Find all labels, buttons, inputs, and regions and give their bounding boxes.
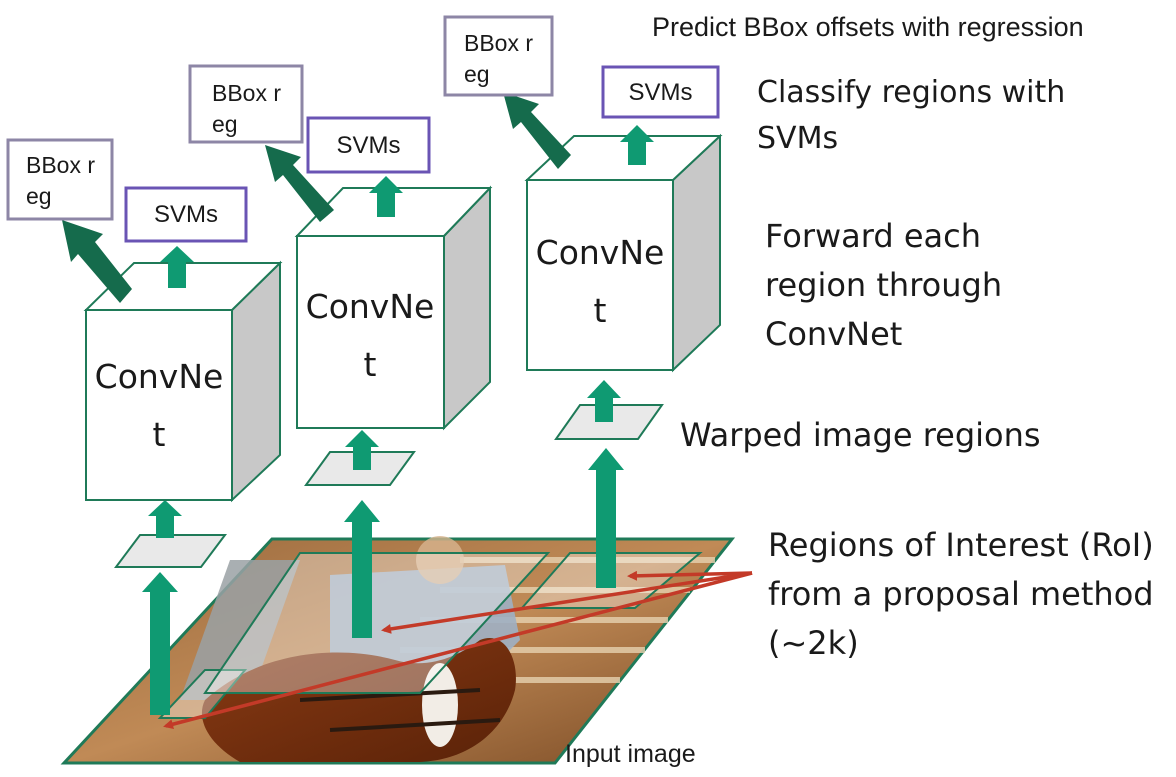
roi-arrow bbox=[381, 571, 753, 634]
up-arrow bbox=[142, 572, 178, 715]
up-arrow bbox=[620, 125, 654, 165]
warped-region bbox=[114, 534, 227, 568]
roi-arrow bbox=[163, 571, 753, 730]
cube-front bbox=[296, 235, 445, 429]
diag-arrow bbox=[503, 92, 571, 169]
convnet-label: ConvNet bbox=[94, 357, 224, 454]
up-arrow bbox=[587, 380, 621, 422]
up-arrow bbox=[344, 500, 380, 638]
svm-label: SVMs bbox=[628, 79, 693, 106]
svm-label: SVMs bbox=[336, 132, 401, 159]
warped-regions-label: Warped image regions bbox=[680, 416, 1041, 454]
bbox-reg-label: BBox reg bbox=[26, 152, 96, 209]
svm-box bbox=[124, 186, 248, 243]
up-arrow bbox=[369, 176, 403, 217]
cube-front bbox=[85, 309, 233, 501]
bbox-reg-label: BBox reg bbox=[212, 80, 282, 137]
roi-region-1 bbox=[157, 669, 248, 719]
cube-front bbox=[526, 179, 674, 371]
svm-label: SVMs bbox=[153, 201, 218, 228]
pipeline-1 bbox=[6, 138, 283, 715]
roi-pointer-arrows bbox=[163, 570, 753, 730]
roi-proposal-label: Regions of Interest (RoI) from a proposa… bbox=[768, 526, 1154, 662]
input-image-label: Input image bbox=[565, 740, 696, 768]
roi-region-2 bbox=[203, 552, 551, 694]
convnet-label: ConvNet bbox=[535, 233, 665, 330]
input-image bbox=[60, 536, 736, 765]
svm-box bbox=[306, 116, 431, 174]
convnet-label: ConvNet bbox=[305, 287, 435, 384]
up-arrow bbox=[148, 500, 182, 538]
roi-arrow bbox=[627, 570, 753, 581]
bbox-reg-box bbox=[443, 15, 554, 97]
bbox-reg-box bbox=[6, 138, 114, 221]
diag-arrow bbox=[265, 145, 334, 222]
forward-each-label: Forward each region through ConvNet bbox=[765, 217, 1003, 353]
predict-bbox-label: Predict BBox offsets with regression bbox=[652, 12, 1084, 42]
bbox-reg-box bbox=[188, 64, 304, 144]
bbox-reg-label: BBox reg bbox=[464, 30, 534, 87]
classify-svms-label: Classify regions with SVMs bbox=[757, 75, 1066, 156]
up-arrow bbox=[345, 430, 379, 470]
pipeline-3 bbox=[443, 15, 723, 588]
diag-arrow bbox=[62, 220, 132, 303]
svm-box bbox=[601, 65, 720, 119]
up-arrow bbox=[160, 246, 194, 288]
pipeline-2 bbox=[188, 64, 493, 638]
up-arrow bbox=[588, 448, 624, 588]
